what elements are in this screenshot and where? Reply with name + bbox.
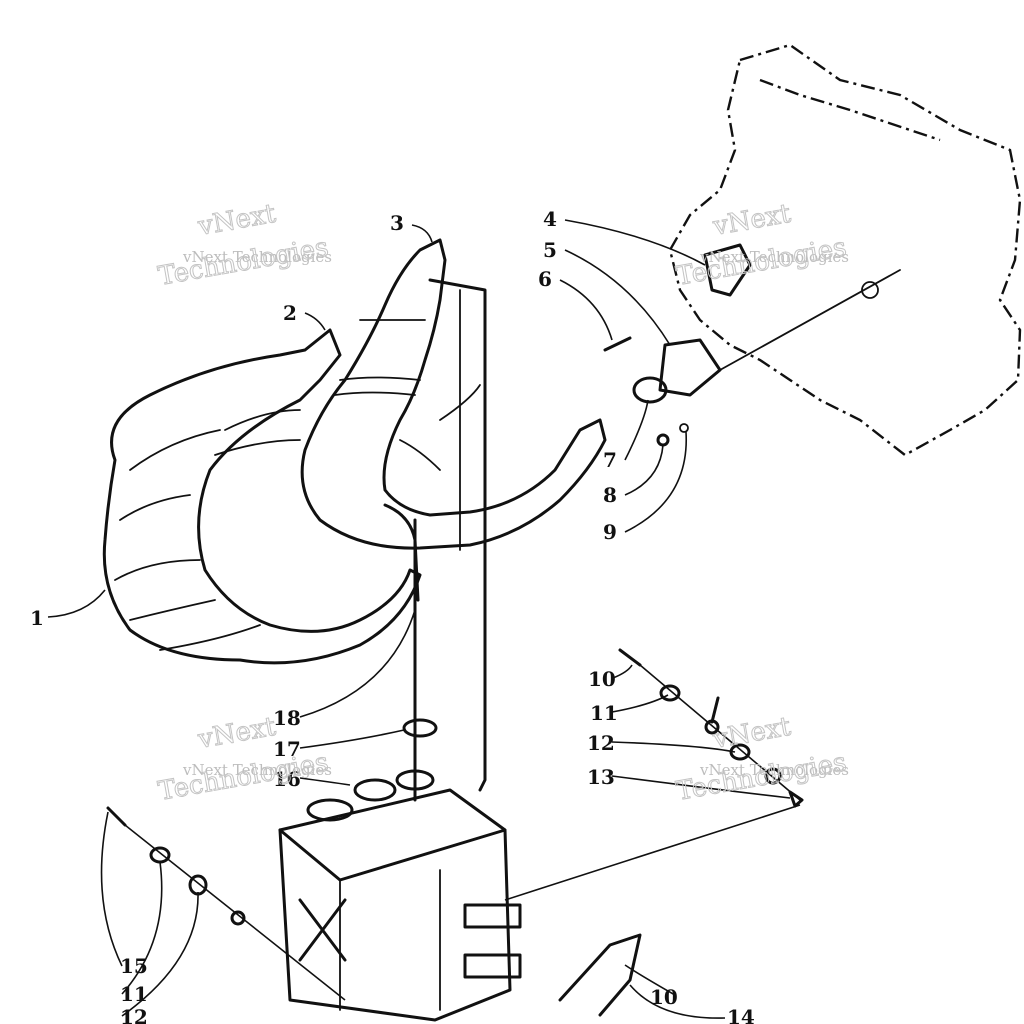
watermark-small-text: vNext Technologies xyxy=(699,248,849,266)
callout-15: 15 xyxy=(120,954,148,978)
watermark-big-line1: vNext xyxy=(195,712,278,755)
callout-18: 18 xyxy=(273,706,301,730)
resonator-box xyxy=(278,769,512,1022)
callout-10: 10 xyxy=(588,667,616,691)
watermark-big-line1: vNext xyxy=(710,199,793,242)
callout-14: 14 xyxy=(727,1005,755,1024)
callout-1: 1 xyxy=(30,606,44,630)
callout-12-lower: 12 xyxy=(120,1005,148,1024)
side-mount xyxy=(463,903,642,1017)
callout-2: 2 xyxy=(283,301,297,325)
watermark-top-left: vNext Technologies vNext Technologies xyxy=(156,198,333,292)
expansion-chamber xyxy=(300,238,607,550)
callout-17: 17 xyxy=(273,737,301,761)
watermark-bottom-left: vNext Technologies vNext Technologies xyxy=(156,711,333,807)
callout-9: 9 xyxy=(603,520,617,544)
engine-bracket xyxy=(703,243,752,297)
callout-7: 7 xyxy=(603,448,617,472)
watermark-big-line2: Technologies xyxy=(674,232,849,291)
watermark-big-line2: Technologies xyxy=(156,747,331,806)
callout-labels: 1 2 3 4 5 6 7 8 9 10 11 12 13 14 15 11 1… xyxy=(30,207,755,1024)
leader-lines xyxy=(47,219,791,1019)
callout-5: 5 xyxy=(543,238,557,262)
watermark-small-text: vNext Technologies xyxy=(182,248,332,266)
engine-outline xyxy=(668,43,1022,457)
watermark-small-text: vNext Technologies xyxy=(182,761,332,779)
hardware-upper xyxy=(504,648,804,901)
callout-3: 3 xyxy=(390,211,404,235)
callout-10-lower: 10 xyxy=(650,985,678,1009)
watermark-small-text: vNext Technologies xyxy=(699,761,849,779)
watermark-big-line1: vNext xyxy=(710,712,793,755)
watermark-top-right: vNext Technologies vNext Technologies xyxy=(674,198,850,292)
callout-11-upper: 11 xyxy=(590,701,618,725)
callout-4: 4 xyxy=(543,207,557,231)
callout-6: 6 xyxy=(538,267,552,291)
callout-11-lower: 11 xyxy=(120,982,148,1006)
watermark-big-line1: vNext xyxy=(195,199,278,242)
spring xyxy=(383,503,420,602)
watermark-big-line2: Technologies xyxy=(156,232,331,291)
callout-12-upper: 12 xyxy=(587,731,615,755)
callout-8: 8 xyxy=(603,483,617,507)
callout-13: 13 xyxy=(587,765,615,789)
watermark-bottom-right: vNext Technologies vNext Technologies xyxy=(674,711,850,807)
muffler xyxy=(102,328,422,665)
grommet xyxy=(402,718,438,738)
watermark-big-line2: Technologies xyxy=(674,747,849,806)
callout-16: 16 xyxy=(273,767,301,791)
